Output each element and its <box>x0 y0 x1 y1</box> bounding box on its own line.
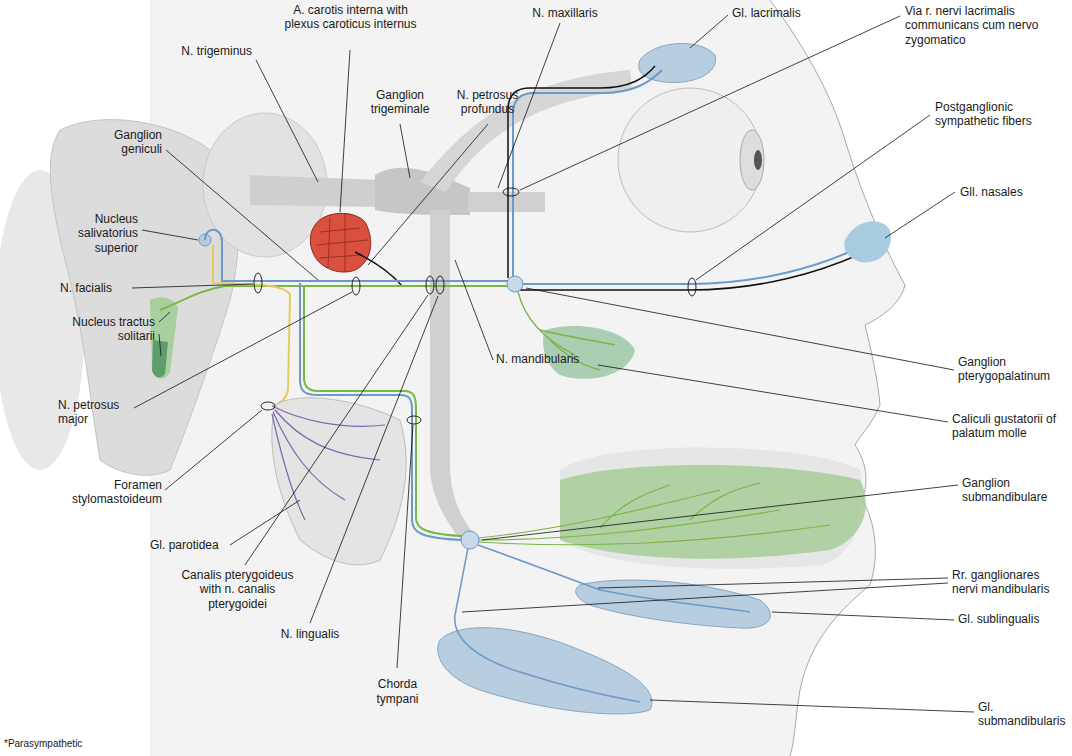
leader-line <box>526 288 954 370</box>
submandibular-gland <box>438 628 652 714</box>
part-label: N. petrosus major <box>58 398 133 427</box>
submandibular-ganglion <box>461 531 479 549</box>
part-label: Postganglionic sympathetic fibers <box>935 100 1045 129</box>
leader-line <box>520 16 900 190</box>
leader-line <box>368 124 488 265</box>
facial-nerve-blue <box>205 230 512 281</box>
nerve-marker <box>254 273 262 293</box>
part-label: Rr. ganglionares nervi mandibularis <box>952 568 1068 597</box>
leader-line <box>400 124 410 178</box>
part-label: Ganglion geniculi <box>92 128 162 157</box>
part-label: A. carotis interna with plexus caroticus… <box>283 3 418 32</box>
lacrimal-gland <box>639 44 716 83</box>
part-label: Chorda tympani <box>365 677 430 706</box>
nasal-route-blue <box>520 248 858 284</box>
lacrimal-route-black <box>508 66 655 278</box>
sublingual-gland <box>576 580 771 628</box>
part-label: Ganglion pterygopalatinum <box>958 355 1066 384</box>
part-label: N. trigeminus <box>160 44 252 58</box>
nerve-marker <box>688 278 696 296</box>
part-label: N. maxillaris <box>520 6 610 20</box>
lacrimal-route-blue <box>513 70 662 278</box>
carotid-artery <box>310 213 370 272</box>
part-label: N. facialis <box>60 281 132 295</box>
leader-line <box>142 230 198 240</box>
leader-line <box>134 292 352 408</box>
secretory-fibers <box>455 545 750 702</box>
part-label: Caliculi gustatorii of palatum molle <box>952 412 1068 441</box>
head-ground <box>150 0 905 756</box>
footnote: *Parasympathetic <box>4 738 144 750</box>
leader-line <box>397 425 413 668</box>
leader-line <box>256 60 318 182</box>
pupil <box>754 150 762 170</box>
leader-line <box>245 295 428 565</box>
leader-line <box>310 296 438 623</box>
part-label: Gl. sublingualis <box>958 612 1058 626</box>
part-label: Gl. parotidea <box>150 538 228 552</box>
mandibular-band <box>430 210 475 545</box>
nerve-marker <box>426 276 434 294</box>
facial-nerve-green <box>160 286 510 310</box>
leader-line <box>482 485 958 540</box>
pterygopalatine-ganglion <box>507 276 523 292</box>
lingual-taste-fibers <box>478 483 830 545</box>
part-label: Via r. nervi lacrimalis communicans cum … <box>905 4 1067 47</box>
leader-line <box>690 15 728 48</box>
leader-line <box>165 410 262 490</box>
leader-line <box>340 50 350 212</box>
part-label: Ganglion trigeminale <box>355 88 445 117</box>
face-profile <box>770 0 905 756</box>
part-label: Nucleus salivatorius superior <box>45 212 138 255</box>
part-label: Ganglion submandibulare <box>962 476 1066 505</box>
cornea <box>740 130 764 190</box>
leader-line <box>166 150 318 280</box>
part-label: Gll. nasales <box>960 185 1050 199</box>
leader-line <box>885 192 955 238</box>
part-label: Gl. lacrimalis <box>732 6 827 20</box>
leader-line <box>230 500 300 545</box>
nerve-marker <box>261 402 275 410</box>
leader-line <box>159 312 170 322</box>
leader-line <box>455 260 493 360</box>
part-label: Nucleus tractus solitarii <box>55 315 155 344</box>
leader-line <box>696 115 930 280</box>
carotid-plexus <box>316 214 368 272</box>
trigeminal-root <box>250 175 380 207</box>
part-label: N. petrosus profundus <box>445 88 530 117</box>
leader-line <box>650 700 974 712</box>
part-label: N. mandibularis <box>496 352 606 366</box>
leader-line <box>772 612 954 620</box>
part-label: Foramen stylomastoideum <box>60 478 162 507</box>
nerve-marker <box>352 277 360 295</box>
leader-line <box>159 334 161 356</box>
nasal-gland <box>844 221 891 262</box>
facial-branches <box>272 406 385 520</box>
leader-line <box>598 365 948 422</box>
part-label: Canalis pterygoideus with n. canalis pte… <box>175 568 300 611</box>
nerve-marker <box>436 276 444 294</box>
part-label: N. lingualis <box>270 627 350 641</box>
leader-line <box>462 583 948 612</box>
facial-nerve-yellow <box>213 245 290 406</box>
nerve-marker <box>503 188 519 196</box>
leader-line <box>132 284 253 288</box>
part-label: Gl. submandibularis <box>978 700 1068 729</box>
parotid-gland <box>272 398 406 565</box>
nerve-marker <box>407 416 421 424</box>
